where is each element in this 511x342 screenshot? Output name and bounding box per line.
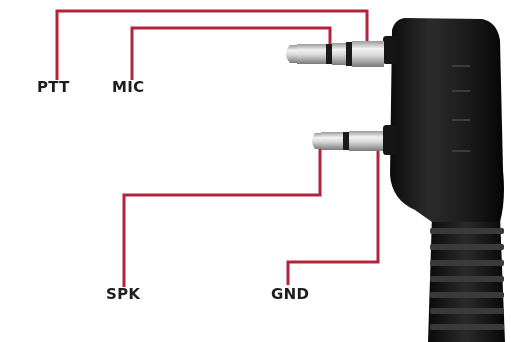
wire-ptt [55, 9, 369, 80]
wire-spk [122, 148, 322, 287]
plug-body [383, 18, 504, 222]
cable [428, 215, 505, 342]
upper-plug-pin [286, 41, 384, 67]
strain-relief-ribs [430, 228, 504, 330]
wire-gnd [286, 150, 380, 285]
mic-label: MIC [112, 78, 145, 96]
ptt-label: PTT [37, 78, 70, 96]
wire-mic [130, 26, 332, 80]
spk-label: SPK [106, 285, 141, 303]
lower-plug-pin [312, 131, 383, 151]
gnd-label: GND [271, 285, 310, 303]
wires [55, 9, 380, 287]
